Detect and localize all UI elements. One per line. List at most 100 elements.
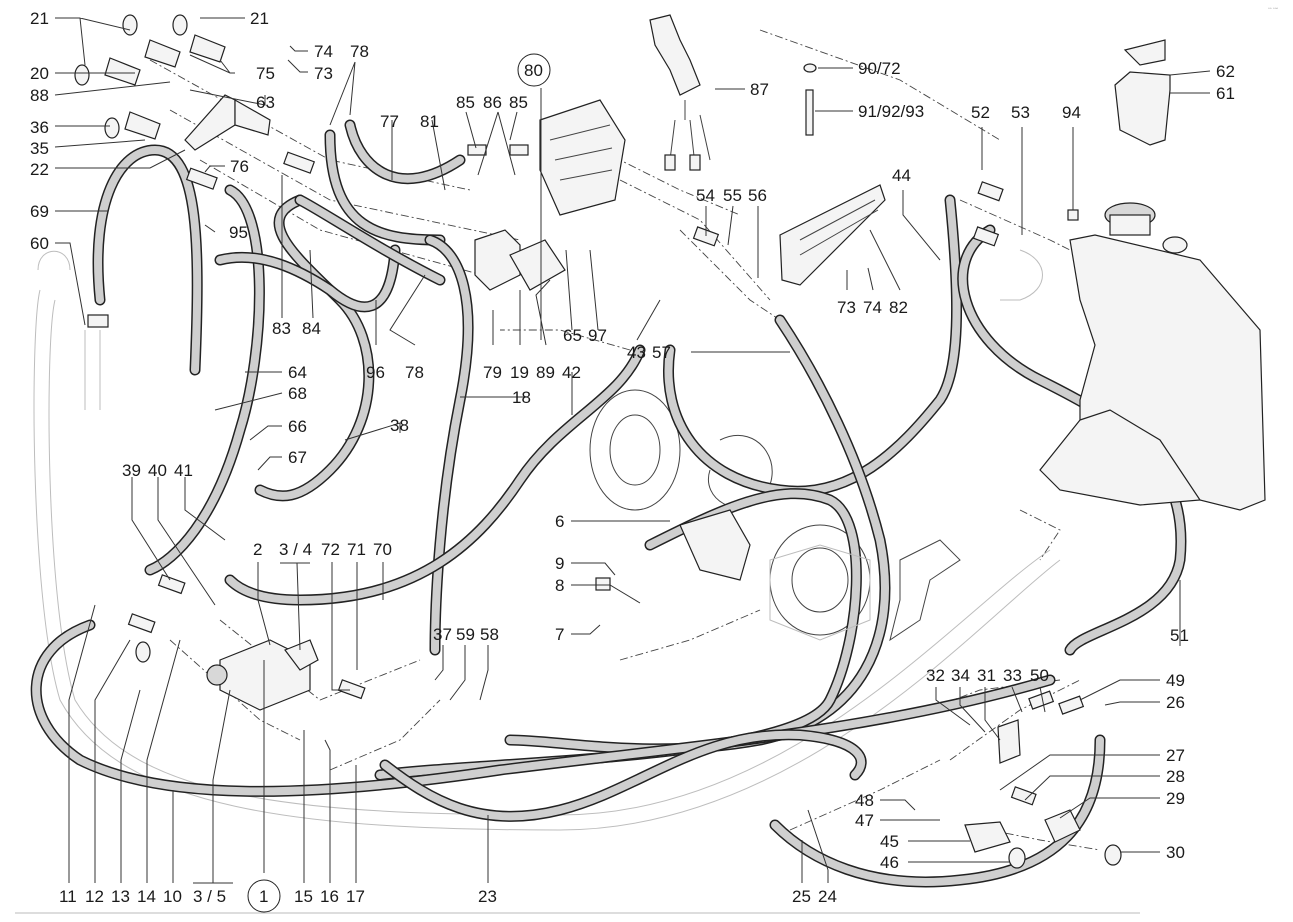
callout-85b: 85: [509, 93, 528, 112]
callout-66: 66: [288, 417, 307, 436]
callout-33: 33: [1003, 666, 1022, 685]
callout-13: 13: [111, 887, 130, 906]
callout-34: 34: [951, 666, 970, 685]
callout-12: 12: [85, 887, 104, 906]
callout-77: 77: [380, 112, 399, 131]
callout-25: 25: [792, 887, 811, 906]
callout-20: 20: [30, 64, 49, 83]
callout-29: 29: [1166, 789, 1185, 808]
callout-21b: 21: [250, 9, 269, 28]
coupler-75b: [189, 34, 226, 63]
hose-64: [144, 184, 265, 576]
callout-87: 87: [750, 80, 769, 99]
callout-16: 16: [320, 887, 339, 906]
callout-30: 30: [1166, 843, 1185, 862]
callout-18: 18: [512, 388, 531, 407]
callout-38: 38: [390, 416, 409, 435]
callout-54: 54: [696, 186, 715, 205]
hose-78b: [344, 119, 466, 185]
callout-6: 6: [555, 512, 564, 531]
callout-94: 94: [1062, 103, 1081, 122]
leader-lines: [54, 17, 1211, 884]
hose-69: [92, 144, 203, 376]
callout-71: 71: [347, 540, 366, 559]
callout-78: 78: [350, 42, 369, 61]
callout-62: 62: [1216, 62, 1235, 81]
callout-59: 59: [456, 625, 475, 644]
callout-43: 43: [627, 343, 646, 362]
clamp-21c: [172, 14, 188, 36]
hose-96: [214, 244, 401, 313]
callout-40: 40: [148, 461, 167, 480]
coupling-29: [1044, 809, 1081, 843]
callout-3-5: 3 / 5: [193, 887, 226, 906]
callout-96: 96: [366, 363, 385, 382]
callout-15: 15: [294, 887, 313, 906]
callout-8: 8: [555, 576, 564, 595]
callout-76: 76: [230, 157, 249, 176]
callout-64: 64: [288, 363, 307, 382]
callout-97: 97: [588, 326, 607, 345]
callout-26: 26: [1166, 693, 1185, 712]
gear-pump-ghost: [769, 544, 871, 641]
callout-56: 56: [748, 186, 767, 205]
callout-70: 70: [373, 540, 392, 559]
callout-79: 79: [483, 363, 502, 382]
callout-69: 69: [30, 202, 49, 221]
joystick-87: [649, 14, 711, 171]
callout-39: 39: [122, 461, 141, 480]
stud-91: [805, 89, 814, 136]
valve-block-80: [539, 99, 626, 216]
callout-labels: 21 21 74 73 78 80 20 75 88 63 36 35 22 7…: [30, 9, 1235, 906]
callout-45: 45: [880, 832, 899, 851]
callout-36: 36: [30, 118, 49, 137]
watermark: [589, 389, 961, 642]
callout-81: 81: [420, 112, 439, 131]
callout-60: 60: [30, 234, 49, 253]
valve-block-1: [206, 639, 319, 711]
callout-67: 67: [288, 448, 307, 467]
plate-31: [997, 719, 1021, 764]
callout-57: 57: [652, 343, 671, 362]
circle-1: [247, 879, 281, 913]
valve-block-19: [474, 229, 521, 291]
callout-31: 31: [977, 666, 996, 685]
callout-84: 84: [302, 319, 321, 338]
callout-63: 63: [256, 93, 275, 112]
callout-49: 49: [1166, 671, 1185, 690]
assembly-lines: [149, 29, 1101, 851]
hoses: [30, 119, 1187, 888]
callout-89: 89: [536, 363, 555, 382]
hose-10: [30, 619, 1056, 797]
callout-85a: 85: [456, 93, 475, 112]
coupler-35: [124, 111, 161, 140]
fittings: [87, 144, 1085, 806]
callout-75: 75: [256, 64, 275, 83]
callout-28: 28: [1166, 767, 1185, 786]
clamp-21a: [74, 64, 90, 86]
callout-7: 7: [555, 625, 564, 644]
callout-9: 9: [555, 554, 564, 573]
callout-47: 47: [855, 811, 874, 830]
callout-11: 11: [59, 887, 77, 906]
callout-90-72: 90/72: [858, 59, 901, 78]
hose-44: [504, 314, 891, 755]
callout-19: 19: [510, 363, 529, 382]
callout-61: 61: [1216, 84, 1235, 103]
hose-25: [769, 734, 1106, 888]
clamp-46: [1008, 847, 1026, 869]
callout-82: 82: [889, 298, 908, 317]
nut-90-72: [803, 63, 817, 73]
callout-22: 22: [30, 160, 49, 179]
callout-37: 37: [433, 625, 452, 644]
hose-78a: [324, 129, 446, 246]
hydraulic-tank: [1039, 202, 1266, 511]
callout-48: 48: [855, 791, 874, 810]
clamp-36: [104, 117, 120, 139]
callout-27: 27: [1166, 746, 1185, 765]
callout-17: 17: [346, 887, 365, 906]
callout-3-4: 3 / 4: [279, 540, 312, 559]
phantom-lines: [33, 249, 1061, 831]
callout-14: 14: [137, 887, 156, 906]
